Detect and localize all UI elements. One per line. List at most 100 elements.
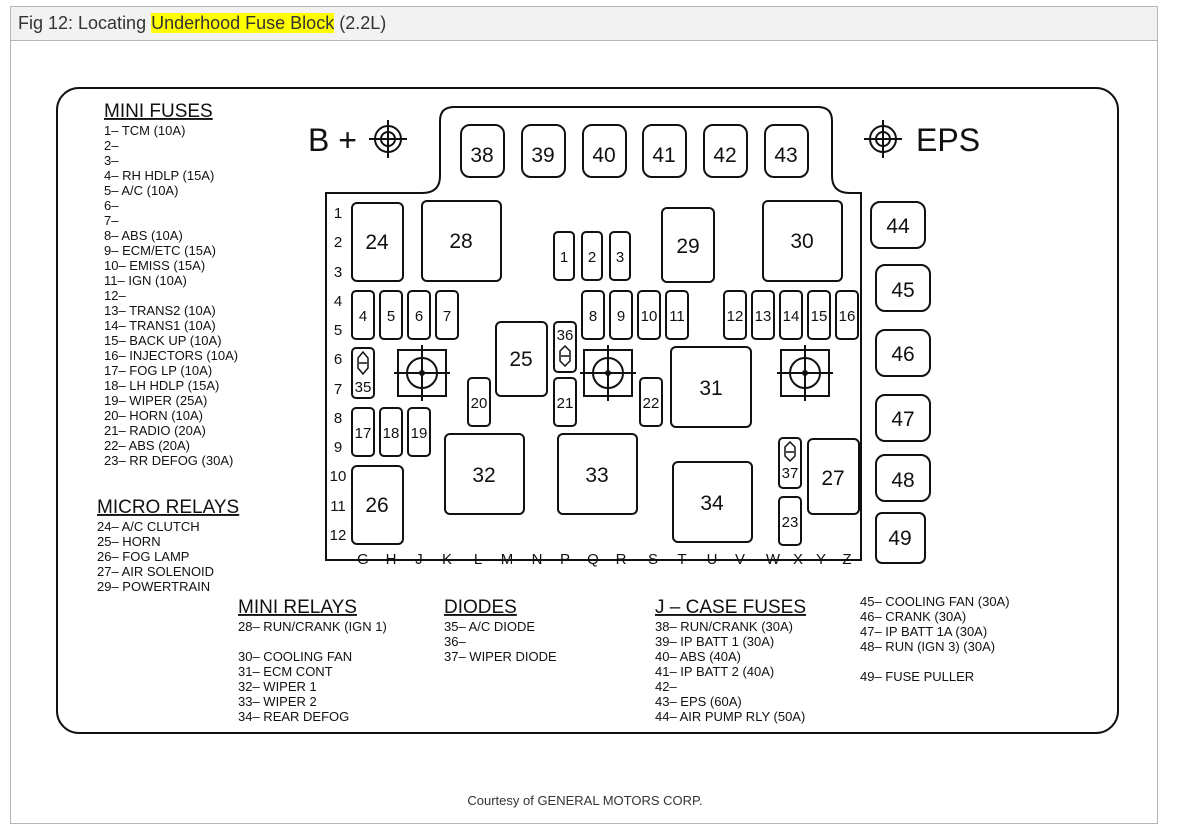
svg-text:25: 25 [509, 348, 532, 371]
jcase-fuse-45: 45 [875, 264, 931, 312]
legend-item: 44– AIR PUMP RLY (50A) [655, 709, 805, 724]
legend-item: 20– HORN (10A) [104, 408, 203, 423]
jcase-fuse-38: 38 [460, 124, 505, 178]
grid-column-label: T [677, 551, 686, 568]
mini-fuse-22: 22 [639, 377, 663, 427]
title-suffix: (2.2L) [334, 13, 387, 33]
legend-item: 18– LH HDLP (15A) [104, 378, 219, 393]
mini-fuse-11: 11 [665, 290, 689, 340]
relay-25: 25 [495, 321, 548, 397]
mini-fuse-13: 13 [751, 290, 775, 340]
svg-text:21: 21 [557, 395, 574, 412]
grid-column-label: J [415, 551, 423, 568]
grid-column-label: G [357, 551, 369, 568]
figure-header: Fig 12: Locating Underhood Fuse Block (2… [11, 7, 1157, 41]
fuse-block-inner-outline [325, 106, 862, 561]
legend-item: 1– TCM (10A) [104, 123, 185, 138]
grid-column-label: S [648, 551, 658, 568]
eps-terminal-icon [864, 120, 902, 158]
jcase-fuse-42: 42 [703, 124, 748, 178]
grid-column-label: L [474, 551, 482, 568]
legend-item: 3– [104, 153, 119, 168]
legend-item: 4– RH HDLP (15A) [104, 168, 214, 183]
svg-text:32: 32 [472, 464, 495, 487]
legend-heading: MINI RELAYS [238, 597, 357, 618]
svg-text:7: 7 [443, 308, 451, 325]
grid-row-label: 5 [334, 322, 342, 339]
grid-row-label: 8 [334, 410, 342, 427]
svg-text:44: 44 [886, 215, 910, 238]
svg-text:36: 36 [557, 327, 574, 344]
svg-text:4: 4 [359, 308, 367, 325]
svg-text:34: 34 [700, 492, 724, 515]
svg-text:31: 31 [699, 377, 722, 400]
mini-fuse-4: 4 [351, 290, 375, 340]
relay-28: 28 [421, 200, 502, 282]
diode-37: 37 [778, 437, 802, 489]
mini-fuse-5: 5 [379, 290, 403, 340]
svg-text:38: 38 [470, 144, 493, 167]
svg-text:30: 30 [790, 230, 813, 253]
legend-item: 11– IGN (10A) [104, 273, 187, 288]
legend-item: 28– RUN/CRANK (IGN 1) [238, 619, 387, 634]
svg-text:13: 13 [755, 308, 772, 325]
grid-column-label: P [560, 551, 570, 568]
relay-29: 29 [661, 207, 715, 283]
legend-item: 7– [104, 213, 119, 228]
relay-24: 24 [351, 202, 404, 282]
legend-item: 14– TRANS1 (10A) [104, 318, 216, 333]
jcase-fuse-47: 47 [875, 394, 931, 442]
mini-fuse-12: 12 [723, 290, 747, 340]
grid-row-label: 3 [334, 264, 342, 281]
legend-item: 30– COOLING FAN [238, 649, 352, 664]
bplus-terminal-icon [369, 120, 407, 158]
grid-column-label: K [442, 551, 452, 568]
jcase-fuse-40: 40 [582, 124, 627, 178]
grid-column-label: U [707, 551, 718, 568]
legend-item: 32– WIPER 1 [238, 679, 317, 694]
grid-column-label: R [616, 551, 627, 568]
legend-item: 43– EPS (60A) [655, 694, 742, 709]
svg-text:23: 23 [782, 514, 799, 531]
svg-text:29: 29 [676, 235, 699, 258]
legend-item: 6– [104, 198, 119, 213]
mini-fuse-9: 9 [609, 290, 633, 340]
legend-heading: DIODES [444, 597, 517, 618]
svg-text:47: 47 [891, 408, 914, 431]
legend-item: 2– [104, 138, 119, 153]
svg-text:45: 45 [891, 279, 914, 302]
svg-text:46: 46 [891, 343, 914, 366]
svg-text:39: 39 [531, 144, 554, 167]
svg-text:42: 42 [713, 144, 736, 167]
legend-item: 23– RR DEFOG (30A) [104, 453, 233, 468]
legend-other-fuses: 45– COOLING FAN (30A)46– CRANK (30A)47– … [860, 594, 1010, 684]
svg-text:41: 41 [652, 144, 675, 167]
svg-text:16: 16 [839, 308, 856, 325]
svg-text:3: 3 [616, 249, 624, 266]
mini-fuse-20: 20 [467, 377, 491, 427]
title-highlight: Underhood Fuse Block [151, 13, 335, 33]
svg-text:15: 15 [811, 308, 828, 325]
svg-text:1: 1 [560, 249, 568, 266]
legend-item: 22– ABS (20A) [104, 438, 190, 453]
svg-text:26: 26 [365, 494, 388, 517]
grid-row-label: 6 [334, 351, 342, 368]
jcase-fuse-44: 44 [870, 201, 926, 249]
grid-row-label: 2 [334, 234, 342, 251]
mounting-bolt-icon [580, 345, 636, 401]
legend-item: 34– REAR DEFOG [238, 709, 349, 724]
legend-item: 16– INJECTORS (10A) [104, 348, 238, 363]
legend-item: 48– RUN (IGN 3) (30A) [860, 639, 995, 654]
mounting-bolt-icon [777, 345, 833, 401]
svg-text:37: 37 [782, 465, 799, 482]
legend-item: 13– TRANS2 (10A) [104, 303, 216, 318]
legend-item: 29– POWERTRAIN [97, 579, 210, 594]
svg-text:17: 17 [355, 425, 372, 442]
svg-text:9: 9 [617, 308, 625, 325]
relay-32: 32 [444, 433, 525, 515]
eps-label: EPS [916, 122, 980, 158]
svg-text:48: 48 [891, 469, 914, 492]
